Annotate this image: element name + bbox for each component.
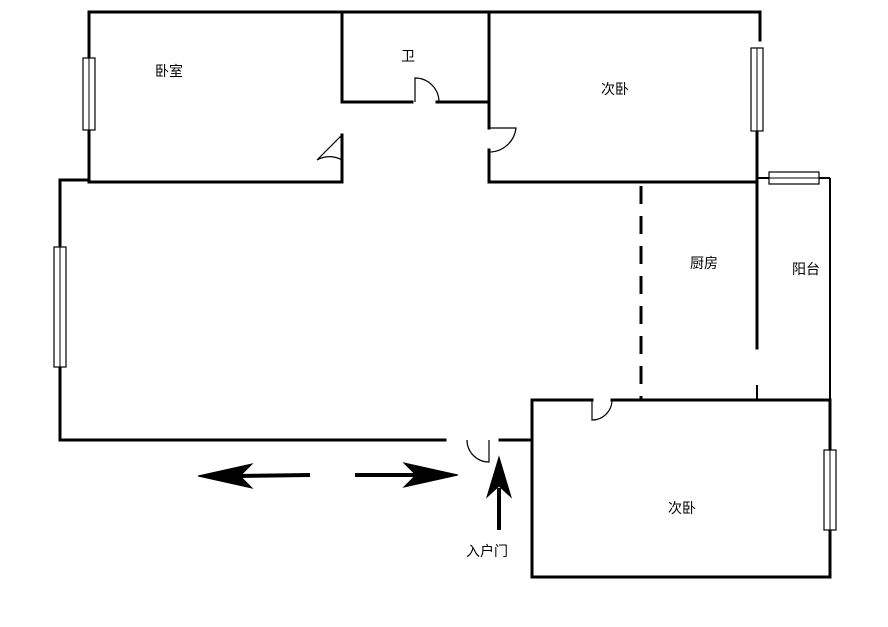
wall-second-bedroom-top [487, 10, 762, 184]
label-balcony: 阳台 [792, 262, 820, 278]
label-entrance: 入户门 [466, 543, 508, 560]
wall-second-bedroom-bottom [530, 398, 832, 579]
doors [316, 77, 613, 463]
label-bathroom: 卫 [401, 49, 415, 65]
wall-kitchen [639, 180, 759, 350]
label-second-bedroom-bottom: 次卧 [668, 501, 696, 517]
room-labels: 卧室 卫 次卧 厨房 阳台 次卧 入户门 [155, 49, 820, 560]
wall-living-room [58, 178, 534, 442]
label-master-bedroom: 卧室 [155, 63, 183, 80]
arrow-up-icon [485, 455, 513, 499]
wall-balcony [756, 177, 831, 401]
door-master-bedroom [316, 133, 343, 162]
windows [53, 47, 837, 531]
label-kitchen: 厨房 [690, 256, 718, 272]
arrow-left-icon [197, 463, 254, 489]
direction-arrows [197, 455, 513, 530]
door-bathroom [414, 77, 440, 103]
wall-master-bedroom [87, 10, 344, 184]
door-second-bedroom-bottom [591, 399, 613, 421]
door-entrance [466, 439, 490, 463]
wall-bathroom [340, 10, 491, 104]
arrow-right-icon [402, 462, 459, 488]
arrow-left-shaft [234, 473, 311, 478]
door-second-bedroom-top [488, 127, 517, 153]
label-second-bedroom-top: 次卧 [601, 82, 629, 98]
walls [58, 10, 832, 579]
